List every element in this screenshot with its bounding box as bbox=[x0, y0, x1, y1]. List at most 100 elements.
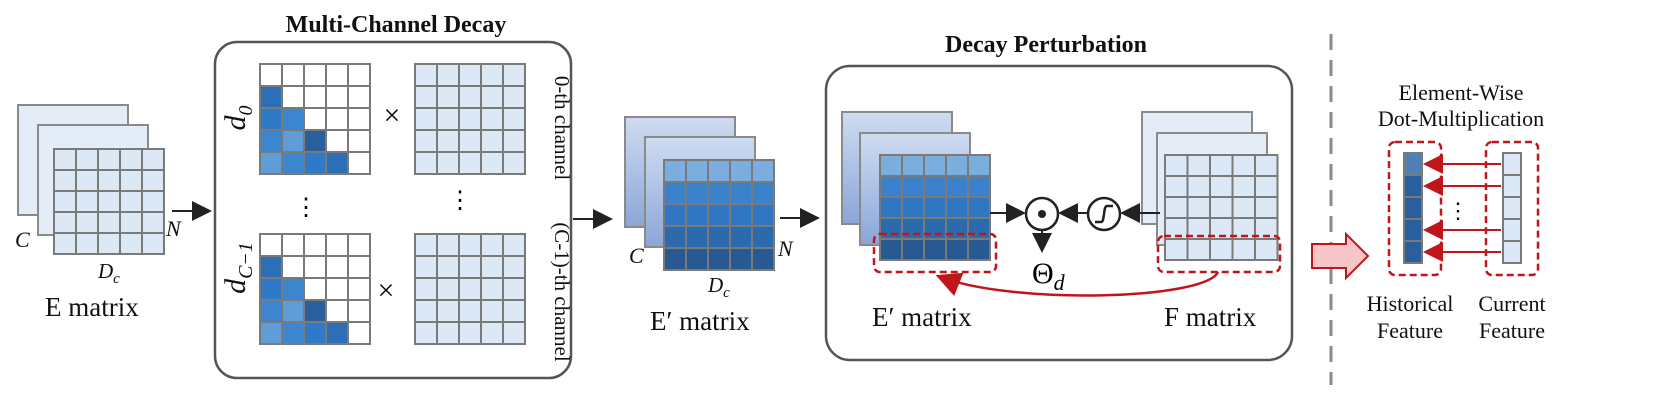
perturb-f-cell bbox=[1164, 175, 1189, 198]
eprime-matrix-stack bbox=[624, 116, 775, 271]
e-cell bbox=[97, 148, 121, 171]
perturb-f-cell bbox=[1164, 154, 1189, 177]
perturb-eprime-cell bbox=[923, 175, 947, 198]
perturb-eprime-cell bbox=[901, 238, 925, 261]
eprime-cell bbox=[707, 181, 731, 205]
decay-cell bbox=[325, 233, 349, 257]
perturb-eprime-label: E′ matrix bbox=[872, 302, 972, 332]
current-cell bbox=[1502, 240, 1522, 264]
perturb-f-cell bbox=[1254, 154, 1279, 177]
channel-cell bbox=[414, 277, 438, 301]
e-cell bbox=[97, 232, 121, 255]
decay-cell bbox=[347, 63, 371, 87]
channel-cell bbox=[458, 85, 482, 109]
eprime-cell bbox=[751, 159, 775, 183]
decay-cell bbox=[303, 129, 327, 153]
sigmoid-curve bbox=[1095, 204, 1113, 224]
eprime-cell bbox=[685, 225, 709, 249]
multi-channel-box bbox=[213, 40, 573, 380]
perturb-eprime-grid bbox=[879, 154, 991, 261]
channel-cell bbox=[436, 151, 460, 175]
eprime-cell bbox=[707, 225, 731, 249]
vdots-right: ⋮ bbox=[448, 188, 472, 214]
eprime-cell bbox=[729, 181, 753, 205]
perturb-f-cell bbox=[1209, 175, 1234, 198]
channel-cell bbox=[414, 299, 438, 323]
decay-cell bbox=[347, 299, 371, 323]
perturb-eprime-cell bbox=[923, 238, 947, 261]
perturb-eprime-cell bbox=[945, 154, 969, 177]
decay-cell bbox=[281, 151, 305, 175]
e-cell bbox=[119, 211, 143, 234]
channel-cell bbox=[436, 255, 460, 279]
perturb-eprime-cell bbox=[967, 196, 991, 219]
decay-cell bbox=[325, 107, 349, 131]
decay-cell bbox=[281, 233, 305, 257]
e-cell bbox=[53, 169, 77, 192]
decay-cell bbox=[347, 321, 371, 345]
channel-cell bbox=[502, 255, 526, 279]
decay-cell bbox=[347, 129, 371, 153]
decay-triangle-top bbox=[259, 63, 371, 175]
current-cell bbox=[1502, 218, 1522, 242]
eprime-matrix-label: E′ matrix bbox=[650, 306, 750, 336]
current-feature-box bbox=[1484, 140, 1540, 277]
perturb-f-cell bbox=[1254, 196, 1279, 219]
e-cell bbox=[141, 211, 165, 234]
decay-cell bbox=[259, 233, 283, 257]
decay-cell bbox=[259, 255, 283, 279]
decay-cell bbox=[325, 63, 349, 87]
channel-cell bbox=[414, 255, 438, 279]
current-line-1: Current bbox=[1478, 291, 1545, 316]
channel-cell bbox=[480, 233, 504, 257]
channel-cell bbox=[458, 107, 482, 131]
channel-cell bbox=[436, 107, 460, 131]
decay-cell bbox=[325, 151, 349, 175]
e-cell bbox=[75, 148, 99, 171]
channel-cell bbox=[458, 299, 482, 323]
eprime-cell bbox=[729, 225, 753, 249]
decay-cell bbox=[303, 277, 327, 301]
e-cell bbox=[75, 169, 99, 192]
decay-cell bbox=[303, 233, 327, 257]
decay-cell bbox=[347, 233, 371, 257]
e-cell bbox=[53, 148, 77, 171]
channel-matrix-bottom bbox=[414, 233, 526, 345]
e-cell bbox=[53, 232, 77, 255]
channel-cell bbox=[502, 151, 526, 175]
e-cell bbox=[119, 190, 143, 213]
decay-cell bbox=[259, 129, 283, 153]
decay-cell bbox=[259, 85, 283, 109]
e-matrix-grid bbox=[53, 148, 165, 255]
e-matrix-stack bbox=[17, 104, 165, 255]
eprime-cell bbox=[663, 203, 687, 227]
historical-feature-box bbox=[1387, 140, 1443, 277]
e-cell bbox=[75, 190, 99, 213]
historical-line-1: Historical bbox=[1367, 291, 1454, 316]
channel-cell bbox=[502, 63, 526, 87]
channel-cell bbox=[414, 85, 438, 109]
d0-label: d0 bbox=[219, 106, 257, 131]
times-top: × bbox=[384, 99, 401, 132]
channel-cell bbox=[436, 299, 460, 323]
decay-triangle-bottom bbox=[259, 233, 371, 345]
e-cell bbox=[119, 169, 143, 192]
channel-cell bbox=[436, 129, 460, 153]
channel-matrix-top bbox=[414, 63, 526, 175]
channel-0-label: 0-th channel bbox=[550, 76, 574, 181]
channel-cell bbox=[458, 321, 482, 345]
e-cell bbox=[53, 211, 77, 234]
channel-cell bbox=[480, 321, 504, 345]
perturb-eprime-stack bbox=[841, 111, 991, 261]
channel-cell bbox=[458, 151, 482, 175]
ew-title-2: Dot-Multiplication bbox=[1378, 106, 1544, 131]
perturb-eprime-cell bbox=[901, 175, 925, 198]
perturb-f-cell bbox=[1254, 238, 1279, 261]
perturbation-title: Decay Perturbation bbox=[945, 32, 1147, 58]
perturb-f-grid bbox=[1164, 154, 1279, 261]
decay-cell bbox=[325, 277, 349, 301]
historical-cell bbox=[1403, 240, 1423, 264]
channel-cell bbox=[502, 129, 526, 153]
channel-cell bbox=[480, 129, 504, 153]
perturb-f-cell bbox=[1186, 196, 1211, 219]
